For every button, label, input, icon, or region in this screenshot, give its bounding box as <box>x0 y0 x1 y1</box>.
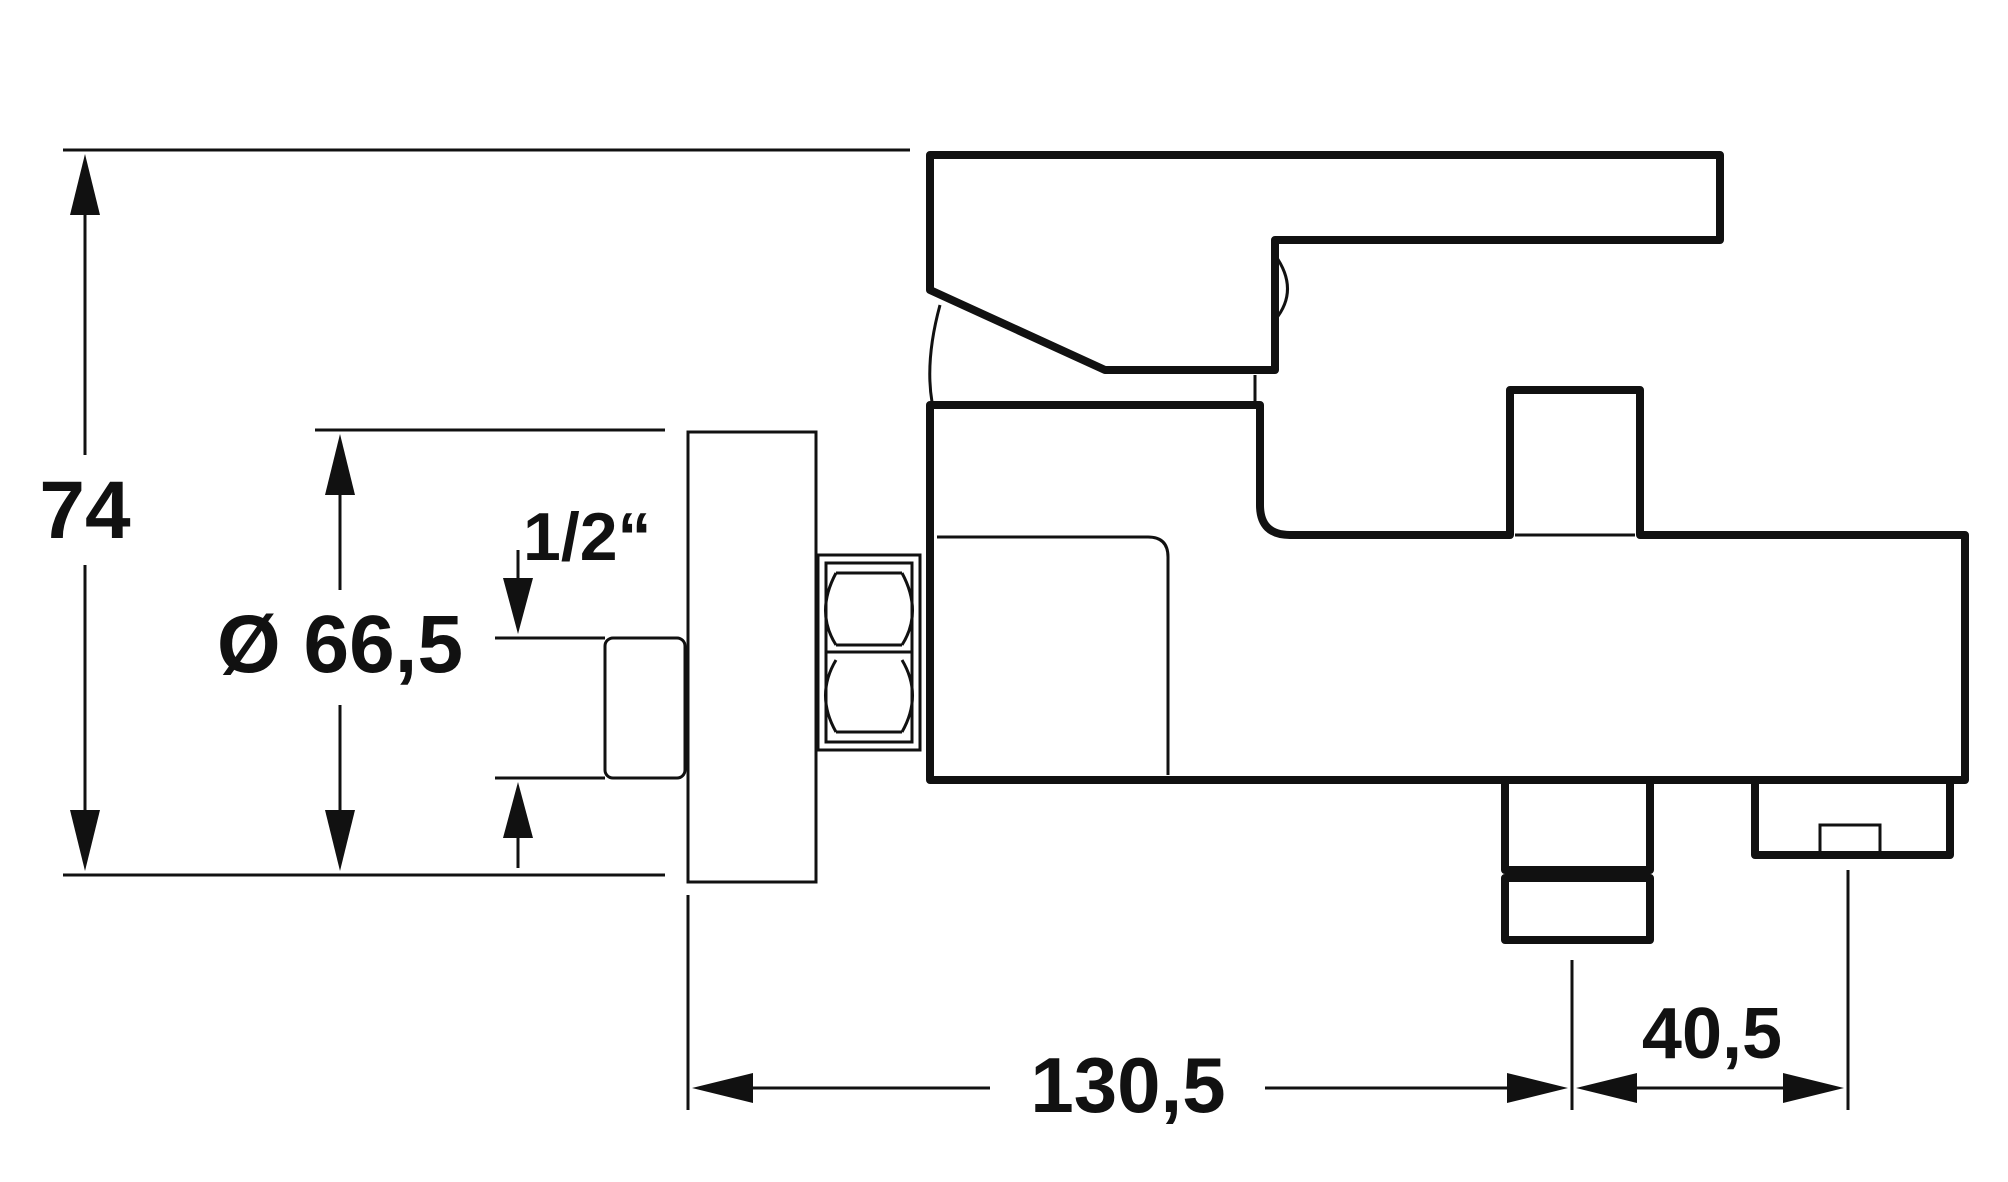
offset-label: 40,5 <box>1642 994 1782 1074</box>
body-inner-contour <box>937 535 1170 775</box>
height-arrow-down <box>70 810 100 871</box>
spout-outlet <box>1501 776 1654 1110</box>
wall-fitting <box>603 430 922 1110</box>
spout-aerator <box>1501 874 1654 944</box>
length-arrow-left <box>692 1073 753 1103</box>
diverter-outline <box>1751 776 1954 859</box>
thread-arrow-up <box>503 782 533 838</box>
body-outline <box>926 386 1969 784</box>
thread-label: 1/2“ <box>523 499 652 575</box>
length-arrow-right <box>1507 1073 1568 1103</box>
thread-dimension: 1/2“ <box>495 499 652 868</box>
nut-outline <box>816 553 922 752</box>
diameter-dimension: Ø 66,5 <box>217 428 665 871</box>
handle-pivot-curve <box>1273 254 1289 321</box>
spout-upper <box>1501 776 1654 874</box>
diverter <box>1751 776 1954 1110</box>
length-label: 130,5 <box>1030 1041 1225 1129</box>
nut-lower-curves <box>824 659 914 733</box>
hex-nut <box>816 553 922 752</box>
handle-sweep-arc <box>928 304 942 403</box>
height-label: 74 <box>39 465 131 556</box>
handle-outline <box>926 151 1724 374</box>
diverter-button <box>1818 823 1882 857</box>
height-arrow-up <box>70 154 100 215</box>
offset-arrow-right <box>1783 1073 1844 1103</box>
length-dimension: 130,5 <box>692 1041 1568 1129</box>
diameter-label: Ø 66,5 <box>217 599 463 690</box>
diameter-arrow-down <box>325 810 355 871</box>
mixer-body <box>926 386 1969 784</box>
thread-arrow-down <box>503 578 533 634</box>
wall-plate <box>686 430 818 884</box>
offset-arrow-left <box>1576 1073 1637 1103</box>
diameter-arrow-up <box>325 434 355 495</box>
lever-handle <box>926 151 1724 403</box>
height-dimension: 74 <box>39 148 910 877</box>
offset-dimension: 40,5 <box>1576 994 1844 1103</box>
nut-upper-curves <box>824 572 914 646</box>
pipe-stub <box>603 636 687 780</box>
